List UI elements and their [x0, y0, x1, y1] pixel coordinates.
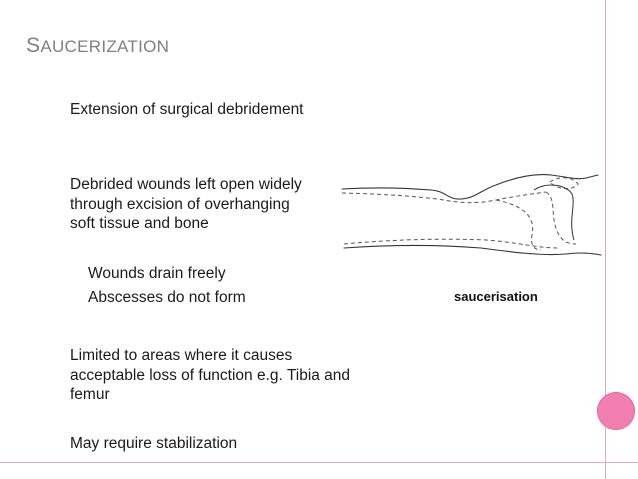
slide-title: SAUCERIZATION — [26, 34, 169, 58]
slide-title-initial: S — [26, 34, 41, 57]
diagram-condyle — [533, 184, 575, 241]
bullet-text: May require stabilization — [70, 435, 238, 452]
bullet-item: May require stabilization — [44, 434, 344, 454]
bullet-text: Limited to areas where it causes accepta… — [70, 347, 351, 403]
slide-border-bottom — [0, 462, 638, 463]
diagram-dashed-upper — [341, 191, 547, 204]
slide-title-rest: AUCERIZATION — [40, 37, 170, 56]
decorative-circle — [597, 392, 635, 430]
diagram-dashed-cap — [549, 177, 579, 190]
diagram-lower-contour — [343, 244, 602, 256]
diagram-dashed-joint-left — [495, 199, 542, 251]
diagram-upper-contour — [341, 174, 599, 200]
sub-bullet-text: Abscesses do not form — [88, 289, 246, 306]
bullet-item: Extension of surgical debridement — [44, 100, 344, 140]
figure-caption: saucerisation — [454, 289, 538, 304]
sub-bullet-text: Wounds drain freely — [88, 265, 226, 282]
slide-border-right — [605, 0, 606, 479]
diagram-dashed-joint-right — [545, 191, 577, 245]
bullet-item: Debrided wounds left open widely through… — [44, 175, 344, 255]
saucerization-diagram — [341, 174, 602, 256]
diagram-dashed-lower — [343, 238, 559, 249]
bullet-text: Debrided wounds left open widely through… — [70, 176, 302, 232]
bullet-text: Extension of surgical debridement — [70, 101, 304, 118]
bullet-item: Limited to areas where it causes accepta… — [44, 346, 350, 406]
